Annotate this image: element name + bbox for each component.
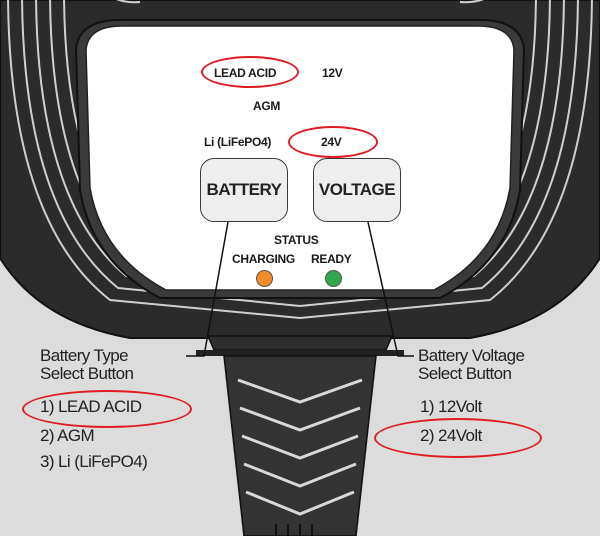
- 24v-highlight: [288, 126, 378, 158]
- ready-label: READY: [311, 252, 352, 266]
- battery-type-option-2: 2) AGM: [40, 426, 95, 445]
- front-panel: [85, 25, 515, 291]
- charging-label: CHARGING: [232, 252, 295, 266]
- lead-acid-highlight: [201, 56, 299, 88]
- lifepo4-label: Li (LiFePO4): [204, 135, 272, 149]
- agm-label: AGM: [253, 99, 281, 113]
- voltage-button[interactable]: VOLTAGE: [313, 158, 401, 222]
- 12v-label: 12V: [322, 66, 343, 80]
- battery-type-option-3: 3) Li (LiFePO4): [40, 452, 148, 471]
- voltage-leader-line: [367, 221, 414, 357]
- battery-type-callout-line2: Select Button: [40, 364, 134, 383]
- battery-voltage-callout-line1: Battery Voltage: [418, 346, 525, 365]
- battery-voltage-option-1: 1) 12Volt: [420, 397, 482, 416]
- battery-button[interactable]: BATTERY: [200, 158, 288, 222]
- cable: [223, 355, 377, 536]
- status-label: STATUS: [274, 233, 319, 247]
- battery-voltage-callout-line2: Select Button: [418, 364, 512, 383]
- ready-led-icon: [325, 270, 342, 287]
- battery-leader-line: [186, 221, 229, 357]
- cable-gland: [206, 335, 394, 351]
- 24volt-option-highlight: [374, 418, 542, 458]
- lead-acid-option-highlight: [22, 390, 192, 428]
- charging-led-icon: [256, 270, 273, 287]
- battery-type-callout-line1: Battery Type: [40, 346, 129, 365]
